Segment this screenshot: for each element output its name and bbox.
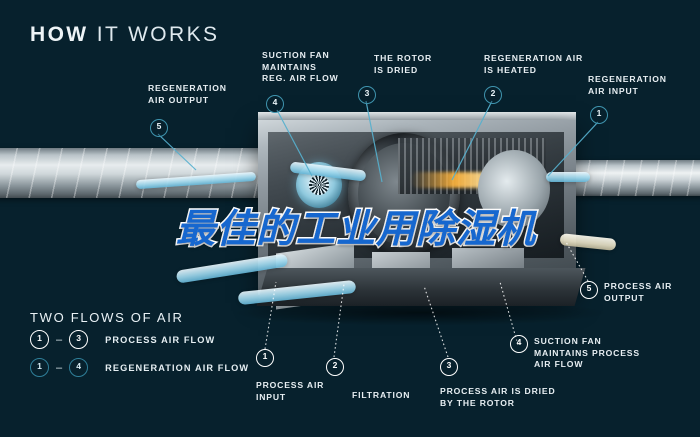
callout-badge-2-process[interactable]: 2 [326,358,344,376]
callout-regeneration-air-input-label: REGENERATION AIR INPUT [588,74,667,96]
callout-suction-fan-process-label: SUCTION FAN MAINTAINS PROCESS AIR FLOW [534,336,640,370]
legend-label-process-air-flow: PROCESS AIR FLOW [105,334,216,345]
callout-badge-4-regeneration[interactable]: 4 [266,95,284,113]
legend-label-regeneration-air-flow: REGENERATION AIR FLOW [105,362,250,373]
callout-suction-fan-reg-label: SUCTION FAN MAINTAINS REG. AIR FLOW [262,50,339,84]
overlay-headline: 最佳的工业用除湿机 [175,207,536,252]
callout-badge-1-process[interactable]: 1 [256,349,274,367]
callout-badge-1-regeneration[interactable]: 1 [590,106,608,124]
page-title-bold: HOW [30,23,89,46]
legend-badge-from-1: 1 [30,330,49,349]
legend-row-regeneration-air: 1 – 4 REGENERATION AIR FLOW [30,358,249,377]
page-title-rest: IT WORKS [88,23,220,46]
legend-badge-from-1-teal: 1 [30,358,49,377]
callout-badge-4-process[interactable]: 4 [510,335,528,353]
callout-process-air-input-label: PROCESS AIR INPUT [256,380,325,402]
legend-dash: – [56,361,63,374]
callout-regeneration-air-output-label: REGENERATION AIR OUTPUT [148,83,227,105]
legend-badge-to-4-teal: 4 [69,358,89,377]
legend-title: TWO FLOWS OF AIR [30,310,184,325]
callout-process-air-output-label: PROCESS AIR OUTPUT [604,281,673,303]
callout-rotor-is-dried-label: THE ROTOR IS DRIED [374,53,433,75]
page-title: HOW IT WORKS [30,24,219,45]
legend-badge-to-3: 3 [69,330,89,349]
legend-dash: – [56,333,63,346]
callout-badge-3-regeneration[interactable]: 3 [358,86,376,104]
callout-badge-3-process[interactable]: 3 [440,358,458,376]
overlay-headline-outline: 最佳的工业用除湿机 [174,205,536,253]
legend-row-process-air: 1 – 3 PROCESS AIR FLOW [30,330,215,349]
callout-badge-5-regeneration[interactable]: 5 [150,119,168,137]
callout-regeneration-air-heated-label: REGENERATION AIR IS HEATED [484,53,584,75]
callout-process-air-dried-label: PROCESS AIR IS DRIED BY THE ROTOR [440,386,556,408]
callout-badge-2-regeneration[interactable]: 2 [484,86,502,104]
callout-filtration-label: FILTRATION [352,390,411,400]
callout-badge-5-process[interactable]: 5 [580,281,598,299]
right-spiral-duct-graphic [572,160,700,196]
airflow-ribbon-graphic [546,172,590,182]
